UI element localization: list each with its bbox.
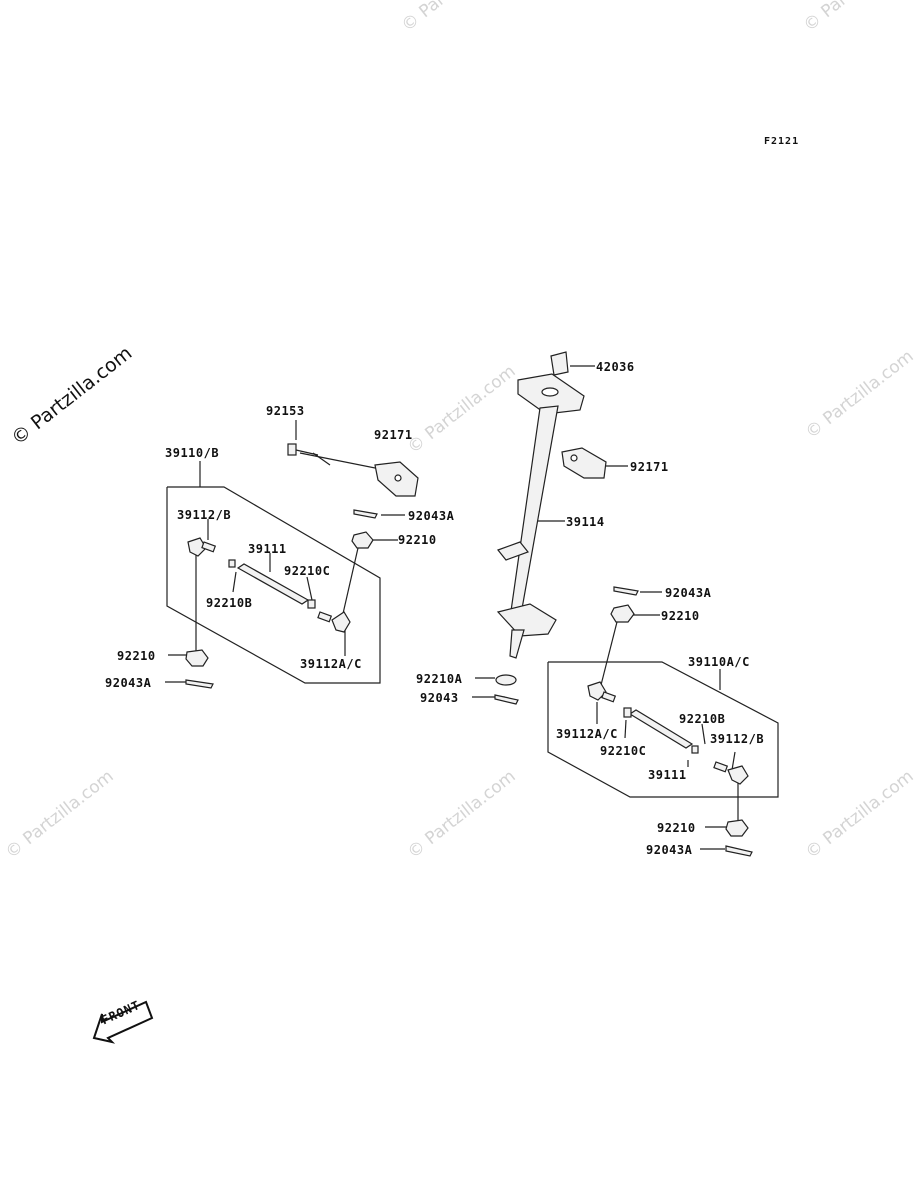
part-label: 39114 [566,515,605,529]
part-label: 92171 [374,428,413,442]
arrow-icon [92,1000,154,1044]
tie-rod-39111-right [628,709,694,749]
part-label: 92210C [284,564,331,578]
part-label: 92171 [630,460,669,474]
part-label: 92210B [679,712,726,726]
group-outline-right [547,661,779,798]
front-arrow: FRONT [88,992,158,1052]
part-label: 92210 [657,821,696,835]
part-label: 92043A [665,586,712,600]
part-label: 92043A [105,676,152,690]
part-label: 92153 [266,404,305,418]
cotter-pin [353,509,378,519]
ball-joint-39112-b-left [187,537,217,557]
group-outline-left [166,486,381,684]
nut-92210 [351,531,374,549]
nut-92210c [307,599,316,609]
nut-92210c [623,707,632,718]
part-label: 39111 [248,542,287,556]
nut-92210 [185,649,209,667]
cotter-pin [613,586,639,596]
part-label: 92043A [408,509,455,523]
part-label: 92043A [646,843,693,857]
nut-92210 [610,604,635,623]
part-label: 39112/B [710,732,765,746]
cotter-pin [725,845,753,857]
cotter-pin [185,679,214,689]
part-label: 92210 [398,533,437,547]
part-label: 39112A/C [300,657,362,671]
part-label: 92210A [416,672,463,686]
bolt-92153 [287,443,319,456]
part-label: 92210 [117,649,156,663]
nut-92210b [691,745,699,754]
bushing-42036 [550,351,569,376]
ball-joint-39112ac-right [587,681,617,703]
steering-shaft-39114 [496,373,585,659]
part-label: 39112/B [177,508,232,522]
part-label: 39111 [648,768,687,782]
part-label: 39112A/C [556,727,618,741]
part-label: 39110/B [165,446,220,460]
nut-92210a [495,674,517,686]
part-label: 92210B [206,596,253,610]
part-label: 92043 [420,691,459,705]
part-label: 42036 [596,360,635,374]
nut-92210 [725,819,749,837]
part-label: 92210C [600,744,647,758]
ball-joint-39112ac-left [317,611,351,633]
part-label: 92210 [661,609,700,623]
cotter-pin [494,694,519,705]
nut-92210b [228,559,236,568]
clamp-92171-right [561,447,607,479]
ball-joint-39112-b-right [713,761,749,785]
figure-id: F2121 [764,136,800,147]
part-label: 39110A/C [688,655,750,669]
